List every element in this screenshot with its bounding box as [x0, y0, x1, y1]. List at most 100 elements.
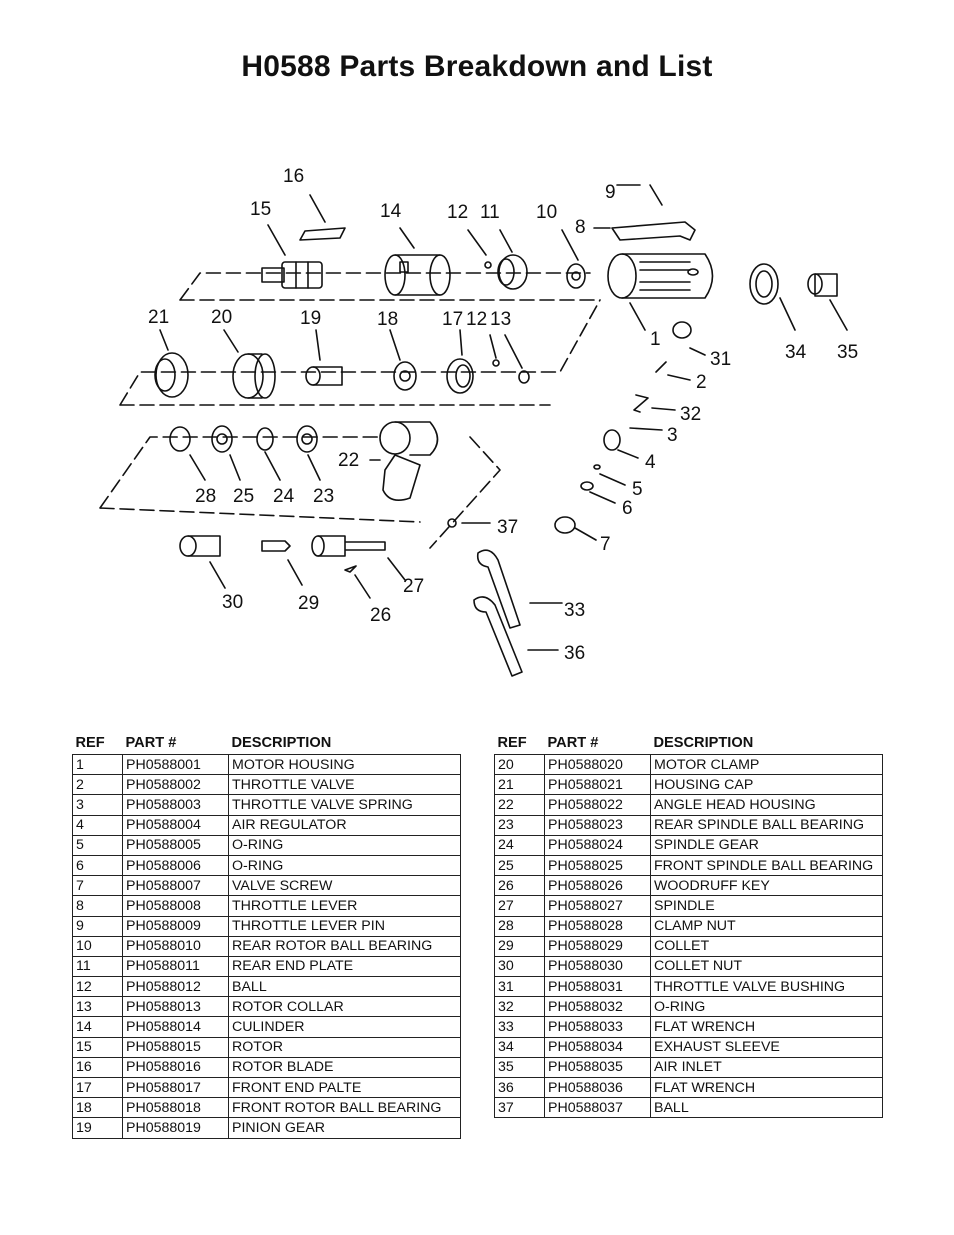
callout-4: 4 — [645, 452, 656, 473]
ref-cell: 17 — [72, 1076, 123, 1099]
callout-34: 34 — [785, 342, 807, 363]
callout-2: 2 — [696, 372, 707, 393]
ref-cell: 20 — [494, 753, 545, 776]
callout-14: 14 — [380, 201, 402, 222]
callout-37: 37 — [497, 517, 518, 538]
callout-35: 35 — [837, 342, 858, 363]
col-header-description: DESCRIPTION — [653, 735, 754, 751]
part-14-cylinder — [384, 254, 451, 296]
description-cell: HOUSING CAP — [650, 774, 883, 796]
ref-cell: 33 — [494, 1016, 545, 1038]
description-cell: EXHAUST SLEEVE — [650, 1036, 883, 1058]
callout-1: 1 — [650, 329, 661, 350]
part-23-bearing — [296, 425, 318, 453]
description-cell: O-RING — [228, 854, 461, 877]
part-number-cell: PH0588010 — [122, 935, 229, 957]
part-number-cell: PH0588024 — [544, 834, 651, 856]
part-number-cell: PH0588017 — [122, 1076, 229, 1099]
ref-cell: 30 — [494, 955, 545, 978]
part-number-cell: PH0588022 — [544, 794, 651, 816]
part-number-cell: PH0588023 — [544, 814, 651, 836]
part-number-cell: PH0588003 — [122, 794, 229, 816]
part-35-air-inlet — [807, 273, 838, 297]
part-number-cell: PH0588006 — [122, 854, 229, 877]
part-number-cell: PH0588002 — [122, 774, 229, 796]
callout-19: 19 — [300, 308, 321, 329]
part-5-oring — [593, 464, 601, 470]
description-cell: THROTTLE LEVER — [228, 895, 461, 917]
part-number-cell: PH0588014 — [122, 1016, 229, 1038]
description-cell: PINION GEAR — [228, 1117, 461, 1139]
ref-cell: 29 — [494, 935, 545, 957]
part-number-cell: PH0588012 — [122, 976, 229, 998]
ref-cell: 36 — [494, 1076, 545, 1099]
part-number-cell: PH0588016 — [122, 1056, 229, 1079]
part-number-cell: PH0588007 — [122, 875, 229, 897]
ref-cell: 19 — [72, 1117, 123, 1139]
callout-9: 9 — [605, 182, 616, 203]
part-number-cell: PH0588033 — [544, 1016, 651, 1038]
callout-7: 7 — [600, 534, 611, 555]
part-30-collet-nut — [179, 535, 221, 557]
ref-cell: 23 — [494, 814, 545, 836]
part-28-clamp-nut — [169, 426, 191, 452]
part-12-ball — [484, 261, 492, 269]
description-cell: FLAT WRENCH — [650, 1016, 883, 1038]
col-header-description: DESCRIPTION — [231, 735, 332, 751]
ref-cell: 32 — [494, 996, 545, 1018]
part-2-throttle-valve — [655, 361, 667, 373]
callout-31: 31 — [710, 349, 731, 370]
description-cell: AIR REGULATOR — [228, 814, 461, 836]
ref-cell: 25 — [494, 854, 545, 877]
description-cell: MOTOR CLAMP — [650, 753, 883, 776]
description-cell: ROTOR COLLAR — [228, 996, 461, 1018]
description-cell: THROTTLE VALVE BUSHING — [650, 976, 883, 998]
callout-20: 20 — [211, 307, 232, 328]
ref-cell: 2 — [72, 774, 123, 796]
part-13-rotor-collar — [518, 370, 530, 384]
callout-24: 24 — [273, 486, 295, 507]
part-21-housing-cap — [154, 352, 189, 398]
part-17-front-end-plate — [446, 358, 474, 394]
description-cell: THROTTLE LEVER PIN — [228, 915, 461, 937]
description-cell: COLLET — [650, 935, 883, 957]
callout-17: 17 — [442, 309, 463, 330]
description-cell: O-RING — [650, 996, 883, 1018]
part-number-cell: PH0588026 — [544, 875, 651, 897]
part-number-cell: PH0588029 — [544, 935, 651, 957]
part-26-woodruff-key — [344, 565, 357, 573]
description-cell: ROTOR BLADE — [228, 1056, 461, 1079]
part-number-cell: PH0588018 — [122, 1097, 229, 1119]
part-4-air-regulator — [603, 429, 621, 451]
part-number-cell: PH0588015 — [122, 1036, 229, 1058]
description-cell: CULINDER — [228, 1016, 461, 1038]
col-header-ref: REF — [75, 735, 105, 751]
callout-29: 29 — [298, 593, 319, 614]
callout-11: 11 — [480, 202, 500, 223]
ref-cell: 10 — [72, 935, 123, 957]
callout-8: 8 — [575, 217, 586, 238]
